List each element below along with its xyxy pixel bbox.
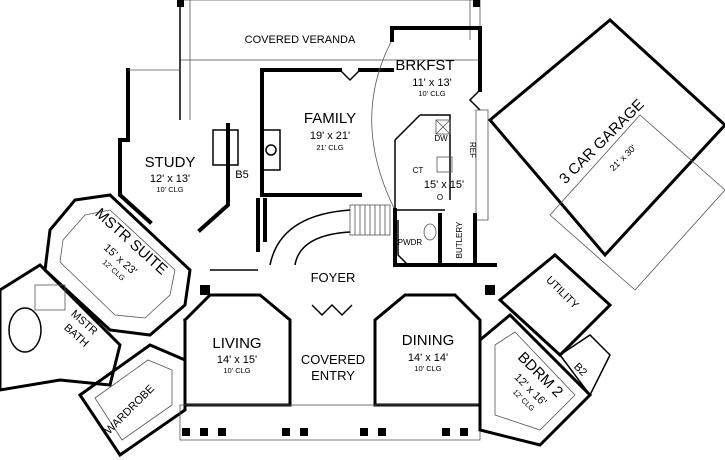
study-ceiling: 10' CLG: [156, 185, 183, 194]
dining-ceiling: 10' CLG: [414, 364, 441, 373]
brkfst-ceiling: 10' CLG: [418, 89, 445, 98]
veranda-label: COVERED VERANDA: [245, 34, 356, 46]
entry-label-2: ENTRY: [311, 368, 355, 383]
kitchen: DW REF CT 15' x 15' O: [393, 109, 497, 267]
garage-size: 21' x 30': [608, 142, 639, 173]
staircase: [256, 198, 391, 266]
b2-label: B2: [571, 361, 589, 379]
study-size: 12' x 13': [150, 173, 190, 185]
dining-room: DINING 14' x 14' 10' CLG: [373, 293, 482, 407]
entry-label-1: COVERED: [301, 352, 365, 367]
covered-veranda: COVERED VERANDA: [177, 0, 481, 120]
bedroom-2: BDRM 2 12' x 16' 12' CLG: [478, 312, 593, 447]
brkfst-label: BRKFST: [395, 57, 454, 74]
covered-entry: COVERED ENTRY: [301, 303, 365, 383]
butlery-label: BUTLERY: [455, 221, 464, 258]
dining-label: DINING: [402, 332, 455, 349]
dining-size: 14' x 14': [408, 352, 448, 364]
pwdr-label: PWDR: [398, 238, 423, 247]
foyer: FOYER: [200, 269, 495, 295]
utility-room: UTILITY: [497, 253, 613, 358]
wardrobe: WARDROBE: [77, 343, 187, 458]
b5-label: B5: [235, 169, 248, 181]
family-size: 19' x 21': [310, 130, 350, 142]
family-room: FAMILY 19' x 21' 21' CLG: [260, 39, 396, 211]
dw-label: DW: [434, 134, 448, 143]
powder-room: PWDR: [397, 213, 442, 267]
bath-2: B2: [558, 334, 611, 397]
butlery: BUTLERY: [455, 213, 477, 267]
living-ceiling: 10' CLG: [223, 366, 250, 375]
brkfst-size: 11' x 13': [412, 77, 451, 89]
study: STUDY 12' x 13' 10' CLG B5: [118, 68, 249, 233]
garage-label: 3 CAR GARAGE: [556, 96, 648, 188]
breakfast-room: BRKFST 11' x 13' 10' CLG: [390, 26, 482, 111]
wardrobe-label: WARDROBE: [103, 383, 157, 437]
study-label: STUDY: [145, 154, 196, 171]
front-porch: [179, 404, 481, 441]
foyer-label: FOYER: [311, 270, 356, 285]
master-bath: MSTR BATH: [0, 263, 122, 392]
family-ceiling: 21' CLG: [316, 143, 343, 152]
kitchen-size: 15' x 15': [424, 179, 464, 191]
living-label: LIVING: [212, 335, 261, 352]
ct-label: CT: [413, 166, 424, 175]
three-car-garage: 3 CAR GARAGE 21' x 30': [487, 18, 725, 291]
master-suite: MSTR SUITE 15' x 23' 12' CLG: [43, 193, 192, 337]
oven-label: O: [437, 193, 443, 202]
living-size: 14' x 15': [217, 354, 257, 366]
family-label: FAMILY: [304, 110, 356, 127]
utility-label: UTILITY: [543, 274, 581, 312]
ref-label: REF: [468, 142, 477, 158]
living-room: LIVING 14' x 15' 10' CLG: [182, 293, 292, 407]
